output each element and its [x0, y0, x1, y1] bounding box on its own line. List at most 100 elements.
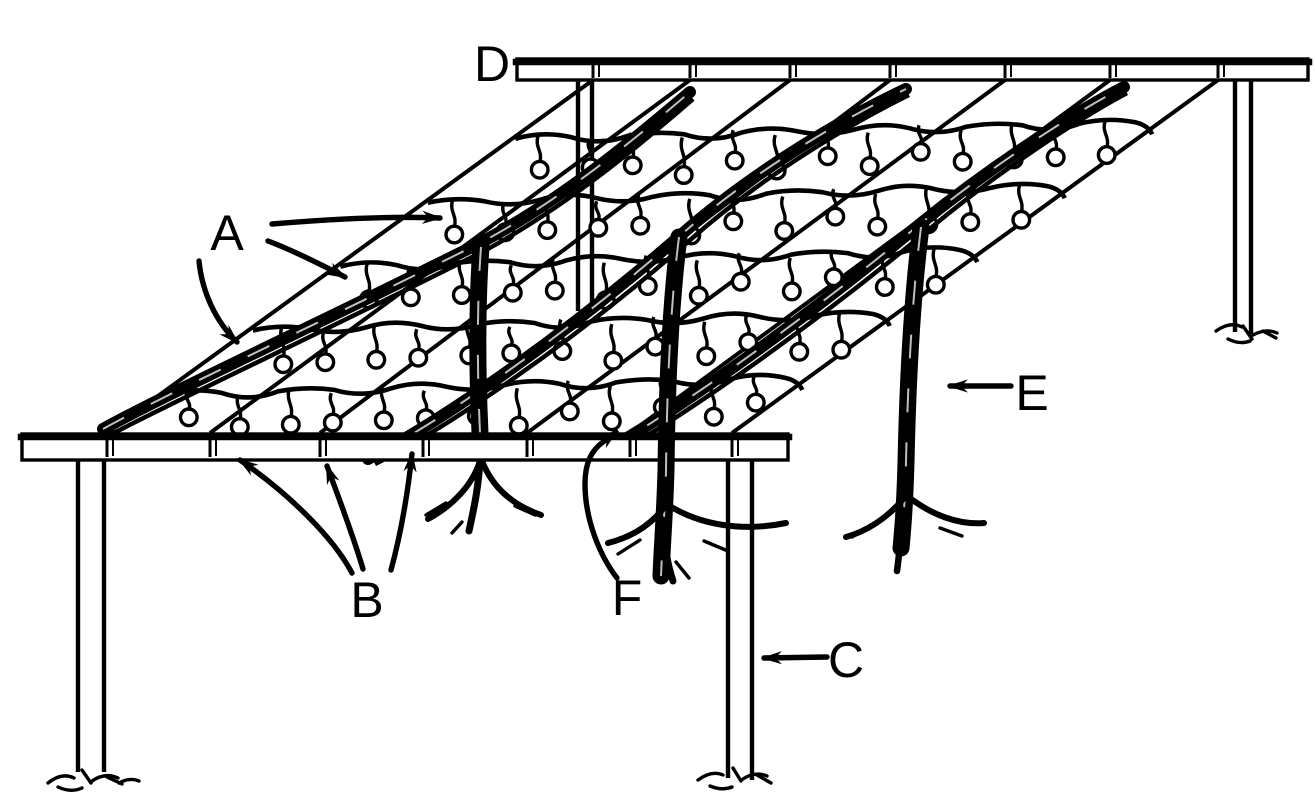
bud-stem [679, 136, 687, 168]
bud-stem [286, 387, 294, 418]
bud-stem [379, 385, 387, 414]
arrow-b-to-wire-1 [237, 457, 355, 576]
bud-stem [837, 311, 844, 343]
bud-stem [328, 392, 336, 416]
bud [622, 155, 643, 176]
label-c: C [828, 632, 864, 688]
bud [630, 215, 651, 236]
bud [703, 406, 724, 427]
arrow-a-to-bud-3 [196, 258, 240, 345]
bud [1011, 209, 1032, 230]
bud [723, 211, 744, 232]
grass-back-right [1214, 323, 1279, 345]
bud [825, 206, 846, 227]
bud-stem [744, 313, 751, 336]
bud [273, 354, 294, 375]
label-e: E [1015, 365, 1048, 421]
bud-stem [873, 193, 880, 220]
arrow-c-to-post [761, 651, 830, 665]
bud [781, 281, 802, 302]
bud [867, 216, 888, 237]
bud [373, 410, 394, 431]
vine-trunk-middle [605, 228, 789, 585]
bud [910, 141, 931, 162]
bud [559, 401, 580, 422]
bud [724, 150, 745, 171]
back-crossarm [512, 57, 1313, 82]
bud-stem [865, 132, 873, 160]
bud [1045, 147, 1066, 168]
bud-stem [594, 200, 601, 222]
arrow-b-to-wire-3 [388, 451, 417, 573]
bud-stem [958, 129, 966, 155]
front-posts [46, 461, 773, 792]
bud-stem [421, 389, 429, 412]
cane-row [427, 181, 1067, 207]
bud-stem [787, 257, 795, 285]
bud [730, 271, 751, 292]
bud [537, 220, 558, 241]
bud-stem [508, 264, 516, 286]
bud [502, 282, 523, 303]
label-d: D [474, 36, 510, 92]
bud-stem [694, 259, 702, 289]
label-a: A [210, 205, 244, 261]
bud-stem [364, 262, 372, 293]
bud [508, 415, 529, 436]
bud-stem [501, 203, 508, 226]
arrow-a-to-bud-2 [265, 238, 348, 280]
bud-stem [1017, 183, 1024, 213]
grass-front-right [696, 766, 773, 791]
bud [544, 280, 565, 301]
arrow-f-to-cane [582, 429, 620, 581]
bud-stem [507, 326, 514, 347]
label-b: B [350, 572, 383, 628]
bud [673, 164, 694, 185]
bud [1096, 144, 1117, 165]
bud-stem [414, 328, 421, 351]
front-right-post [725, 461, 755, 780]
bud [408, 347, 429, 368]
bud-stem [372, 323, 379, 353]
bud [774, 220, 795, 241]
bud-stem [450, 198, 457, 228]
bud-stem [609, 323, 616, 354]
arrow-a-to-bud-1 [269, 210, 443, 227]
bud-stem [702, 321, 709, 350]
arrow-b-to-wire-2 [324, 463, 366, 572]
back-crossarm-assembly [512, 57, 1313, 345]
bud-stem [601, 262, 609, 294]
bud [789, 341, 810, 362]
bud-stem [607, 385, 615, 415]
bud [315, 352, 336, 373]
bud-stem [535, 134, 543, 163]
bud [960, 212, 981, 233]
cordon-1-stroke [108, 97, 695, 437]
trellis-wire [525, 78, 1007, 435]
bud [280, 414, 301, 435]
vine-trunk-right [843, 218, 987, 575]
callout-arrows [196, 210, 1014, 665]
bud [603, 350, 624, 371]
front-left-post [75, 461, 107, 772]
back-right-post [1232, 81, 1254, 334]
bud [859, 156, 880, 177]
vine-trunk-left [424, 238, 544, 535]
bud [696, 346, 717, 367]
bud [831, 339, 852, 360]
bud [178, 407, 199, 428]
bud [444, 224, 465, 245]
bud [817, 146, 838, 167]
bud-stem [1102, 119, 1110, 148]
trellis-wire [105, 78, 595, 435]
label-f: F [612, 570, 643, 626]
bud [874, 277, 895, 298]
bud-stem [931, 247, 939, 278]
bud [745, 392, 766, 413]
vine-cordons [97, 81, 1130, 467]
bud [366, 349, 387, 370]
bud [322, 412, 343, 433]
bud-stem [751, 375, 759, 396]
